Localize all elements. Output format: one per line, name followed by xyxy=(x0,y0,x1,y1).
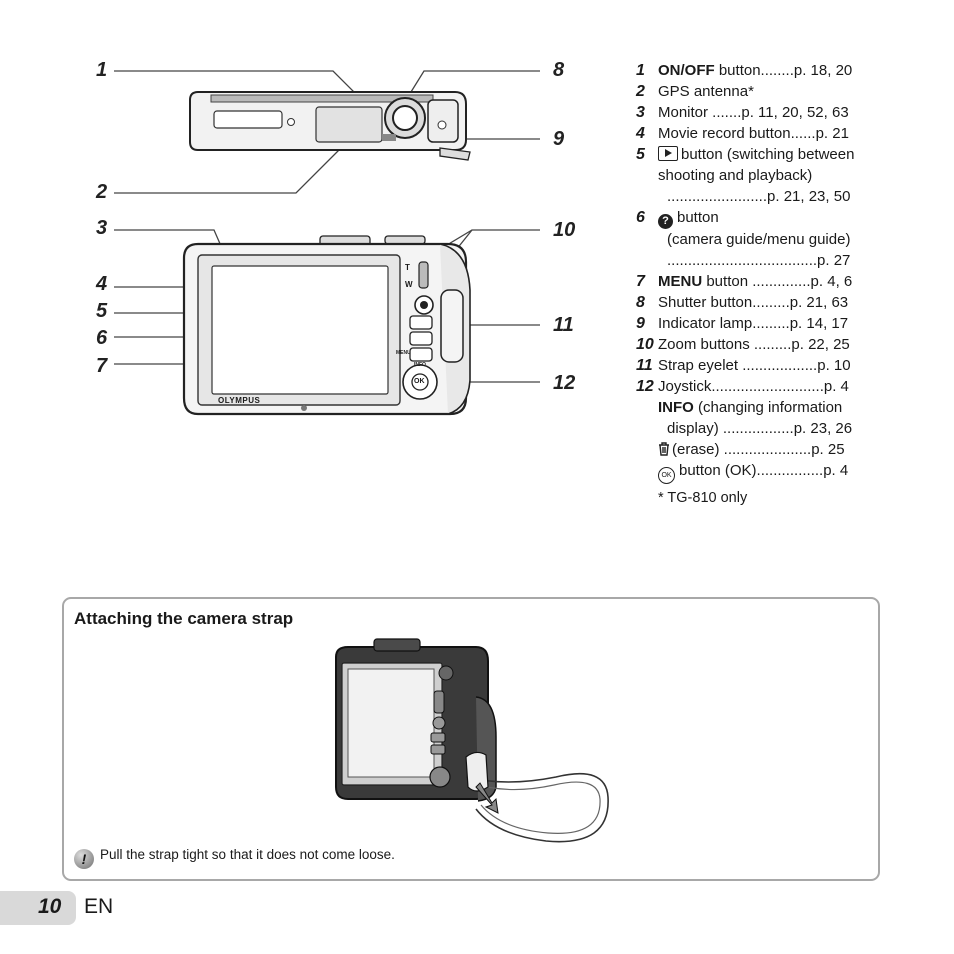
ok-button-label: OK xyxy=(414,378,425,385)
part-5-cont-pages: ........................p. 21, 23, 50 xyxy=(667,188,851,205)
part-label-bold: MENU xyxy=(658,273,703,290)
ok-icon: OK xyxy=(658,467,675,484)
callout-6: 6 xyxy=(96,327,108,349)
part-11: 11 Strap eyelet ..................p. 10 xyxy=(636,355,936,376)
camera-back-view xyxy=(182,235,471,416)
callout-3: 3 xyxy=(96,217,108,239)
part-text: button (switching between xyxy=(681,146,855,163)
trash-icon xyxy=(659,442,669,456)
callout-5: 5 xyxy=(96,300,108,322)
part-6-cont-pages: ....................................p. 2… xyxy=(667,252,851,269)
callout-2: 2 xyxy=(96,181,108,203)
callout-11: 11 xyxy=(553,314,574,336)
callout-10: 10 xyxy=(553,219,576,241)
part-number: 4 xyxy=(636,125,645,142)
info-text: (changing information xyxy=(693,399,843,416)
caution-icon: ! xyxy=(74,849,94,869)
part-2: 2 GPS antenna* xyxy=(636,81,936,102)
part-number: 2 xyxy=(636,83,645,100)
part-text: Monitor .......p. 11, 20, 52, 63 xyxy=(658,104,849,121)
strap-info-box: Attaching the camera strap ! Pull the str… xyxy=(62,597,880,881)
camera-top-view xyxy=(189,91,471,161)
language-code: EN xyxy=(84,895,114,918)
part-9: 9 Indicator lamp.........p. 14, 17 xyxy=(636,313,936,334)
part-text: GPS antenna* xyxy=(658,83,754,100)
info-label: INFO xyxy=(414,362,426,368)
part-5: 5 button (switching between xyxy=(636,144,936,165)
menu-button-label: MENU xyxy=(396,350,411,356)
part-text: button........p. 18, 20 xyxy=(714,62,853,79)
zoom-tele-label: T xyxy=(405,263,410,272)
note-text: Pull the strap tight so that it does not… xyxy=(100,847,395,862)
part-5-cont: shooting and playback) xyxy=(658,167,813,184)
callout-7: 7 xyxy=(96,355,108,377)
part-number: 8 xyxy=(636,294,645,311)
joystick-info-cont: display) .................p. 23, 26 xyxy=(667,420,853,437)
erase-text: (erase) .....................p. 25 xyxy=(672,441,845,458)
caution-note: ! Pull the strap tight so that it does no… xyxy=(74,847,395,869)
callout-4: 4 xyxy=(96,273,108,295)
part-4: 4 Movie record button......p. 21 xyxy=(636,123,936,144)
part-6: 6? button xyxy=(636,207,936,229)
part-text: Movie record button......p. 21 xyxy=(658,125,849,142)
part-text: Strap eyelet ..................p. 10 xyxy=(658,357,851,374)
part-number: 6 xyxy=(636,209,645,226)
part-number: 11 xyxy=(636,357,653,374)
part-1: 1 ON/OFF button........p. 18, 20 xyxy=(636,60,936,81)
joystick-erase: (erase) .....................p. 25 xyxy=(636,439,936,460)
joystick-info: INFO (changing information xyxy=(636,397,936,418)
part-number: 7 xyxy=(636,273,645,290)
part-label-bold: ON/OFF xyxy=(658,62,715,79)
box-title: Attaching the camera strap xyxy=(74,609,294,628)
part-number: 9 xyxy=(636,315,645,332)
part-text: button xyxy=(677,209,719,226)
part-number: 12 xyxy=(636,378,654,395)
part-6-cont: (camera guide/menu guide) xyxy=(667,231,851,248)
page-number-tab: 10 xyxy=(0,891,76,925)
help-icon: ? xyxy=(658,214,673,229)
footnote: * TG-810 only xyxy=(658,490,748,506)
zoom-wide-label: W xyxy=(405,280,413,289)
part-text: Joystick...........................p. 4 xyxy=(658,378,849,395)
camera-brand-label: OLYMPUS xyxy=(218,396,261,405)
part-8: 8 Shutter button.........p. 21, 63 xyxy=(636,292,936,313)
info-label-bold: INFO xyxy=(658,399,694,416)
part-number: 1 xyxy=(636,62,645,79)
part-text: Shutter button.........p. 21, 63 xyxy=(658,294,849,311)
part-number: 5 xyxy=(636,146,645,163)
part-text: button ..............p. 4, 6 xyxy=(702,273,853,290)
part-3: 3 Monitor .......p. 11, 20, 52, 63 xyxy=(636,102,936,123)
strap-illustration xyxy=(335,638,609,843)
playback-icon xyxy=(658,146,678,161)
callout-9: 9 xyxy=(553,128,565,150)
part-text: Zoom buttons .........p. 22, 25 xyxy=(658,336,850,353)
parts-list: 1 ON/OFF button........p. 18, 20 2 GPS ant… xyxy=(636,60,936,509)
part-number: 10 xyxy=(636,336,654,353)
page-number: 10 xyxy=(38,895,62,918)
callout-1: 1 xyxy=(96,59,108,81)
ok-text: button (OK)................p. 4 xyxy=(679,462,849,479)
part-number: 3 xyxy=(636,104,645,121)
callout-12: 12 xyxy=(553,372,576,394)
callout-8: 8 xyxy=(553,59,565,81)
part-7: 7 MENU button ..............p. 4, 6 xyxy=(636,271,936,292)
part-text: Indicator lamp.........p. 14, 17 xyxy=(658,315,849,332)
